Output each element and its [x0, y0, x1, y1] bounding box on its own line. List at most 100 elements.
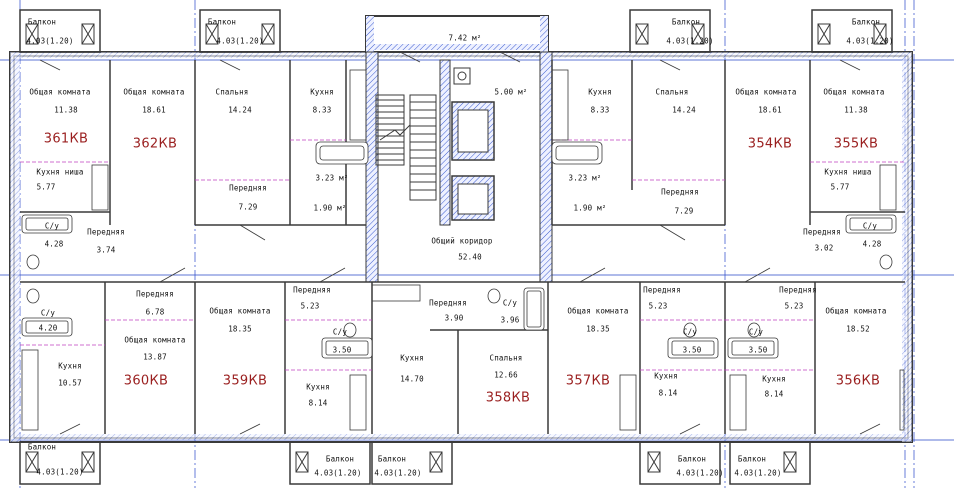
balcony-area: 4.03(1.20) [846, 36, 894, 46]
room-name: Кухня [400, 353, 424, 363]
balcony-label: Балкон [207, 17, 237, 27]
apartment-label-362[interactable]: 362КВ [132, 136, 178, 152]
apartment-label-359[interactable]: 359КВ [222, 373, 268, 389]
room-area: 14.24 [672, 105, 696, 115]
room-area: 8.14 [658, 388, 678, 398]
balcony-area: 4.03(1.20) [36, 467, 84, 477]
loggia [365, 15, 549, 53]
elevator-hall-area: 5.00 м² [494, 87, 528, 97]
room-name: С/у [44, 221, 60, 231]
room-area: 3.50 [332, 345, 352, 355]
room-name: Кухня [654, 371, 678, 381]
room-name: Передняя [87, 227, 125, 237]
room-area: 18.61 [758, 105, 782, 115]
room-name: Кухня [306, 382, 330, 392]
room-name: Кухня [588, 87, 612, 97]
room-name: Общая комната [825, 306, 887, 316]
room-area: 3.50 [748, 345, 768, 355]
room-name: Кухня [762, 374, 786, 384]
room-area: 8.14 [764, 389, 784, 399]
room-name: Спальня [655, 87, 689, 97]
room-area: 1.90 м² [573, 203, 607, 213]
apartment-label-355[interactable]: 355КВ [833, 136, 879, 152]
room-name: Общая комната [124, 335, 186, 345]
corridor-area: 52.40 [458, 252, 482, 262]
room-name: Спальня [489, 353, 523, 363]
room-area: 3.23 м² [315, 173, 349, 183]
room-name: Кухня [58, 361, 82, 371]
room-name: Передняя [293, 285, 331, 295]
room-area: 4.28 [862, 239, 882, 249]
room-name: Передняя [803, 227, 841, 237]
room-area: 3.74 [96, 245, 116, 255]
room-area: 5.77 [36, 182, 56, 192]
room-name: Кухня ниша [824, 167, 872, 177]
room-name: Передняя [779, 285, 817, 295]
room-name: Общая комната [823, 87, 885, 97]
room-name: С/у [332, 327, 348, 337]
room-area: 8.33 [312, 105, 332, 115]
room-area: 6.78 [145, 307, 165, 317]
room-area: 18.61 [142, 105, 166, 115]
room-area: 11.38 [844, 105, 868, 115]
room-area: 11.38 [54, 105, 78, 115]
room-area: 5.77 [830, 182, 850, 192]
balcony-area: 4.03(1.20) [666, 36, 714, 46]
room-area: 8.14 [308, 398, 328, 408]
room-area: 4.20 [38, 323, 58, 333]
room-area: 5.23 [648, 301, 668, 311]
apartment-label-356[interactable]: 356КВ [835, 373, 881, 389]
room-area: 13.87 [143, 352, 167, 362]
room-name: С/у [40, 308, 56, 318]
room-area: 3.50 [682, 345, 702, 355]
fixtures [21, 141, 897, 359]
room-name: Передняя [661, 187, 699, 197]
room-area: 3.96 [500, 315, 520, 325]
room-name: Передняя [643, 285, 681, 295]
room-name: Общая комната [567, 306, 629, 316]
room-name: С/у [682, 327, 698, 337]
balcony-label: Балкон [377, 454, 407, 464]
room-name: С/у [748, 327, 764, 337]
room-area: 14.24 [228, 105, 252, 115]
balcony-area: 4.03(1.20) [676, 468, 724, 478]
corridor-label: Общий коридор [431, 236, 493, 246]
balcony-area: 4.03(1.20) [26, 36, 74, 46]
room-area: 5.23 [784, 301, 804, 311]
room-area: 14.70 [400, 374, 424, 384]
partitions [20, 139, 905, 371]
room-area: 5.23 [300, 301, 320, 311]
apartment-label-357[interactable]: 357КВ [565, 373, 611, 389]
apartment-label-361[interactable]: 361КВ [43, 131, 89, 147]
room-name: Кухня ниша [36, 167, 84, 177]
balcony-area: 4.03(1.20) [314, 468, 362, 478]
interior-walls [20, 60, 905, 434]
balcony-label: Балкон [851, 17, 881, 27]
balcony-label: Балкон [325, 454, 355, 464]
room-name: Передняя [429, 298, 467, 308]
apartment-label-354[interactable]: 354КВ [747, 136, 793, 152]
balconies-top [19, 9, 893, 53]
room-name: Общая комната [123, 87, 185, 97]
balcony-area: 4.03(1.20) [734, 468, 782, 478]
room-area: 4.28 [44, 239, 64, 249]
balcony-label: Балкон [671, 17, 701, 27]
room-area: 18.35 [586, 324, 610, 334]
room-name: Общая комната [209, 306, 271, 316]
door-swings [39, 51, 881, 435]
room-name: Кухня [310, 87, 334, 97]
room-area: 7.29 [238, 202, 258, 212]
balcony-label: Балкон [27, 442, 57, 452]
balcony-area: 4.03(1.20) [374, 468, 422, 478]
room-area: 10.57 [58, 378, 82, 388]
apartment-label-360[interactable]: 360КВ [123, 373, 169, 389]
room-area: 18.35 [228, 324, 252, 334]
apartment-label-358[interactable]: 358КВ [485, 390, 531, 406]
room-name: Спальня [215, 87, 249, 97]
room-name: Общая комната [29, 87, 91, 97]
room-name: Передняя [229, 183, 267, 193]
kitchen-units [21, 69, 905, 431]
balcony-label: Балкон [27, 17, 57, 27]
room-area: 3.02 [814, 243, 834, 253]
